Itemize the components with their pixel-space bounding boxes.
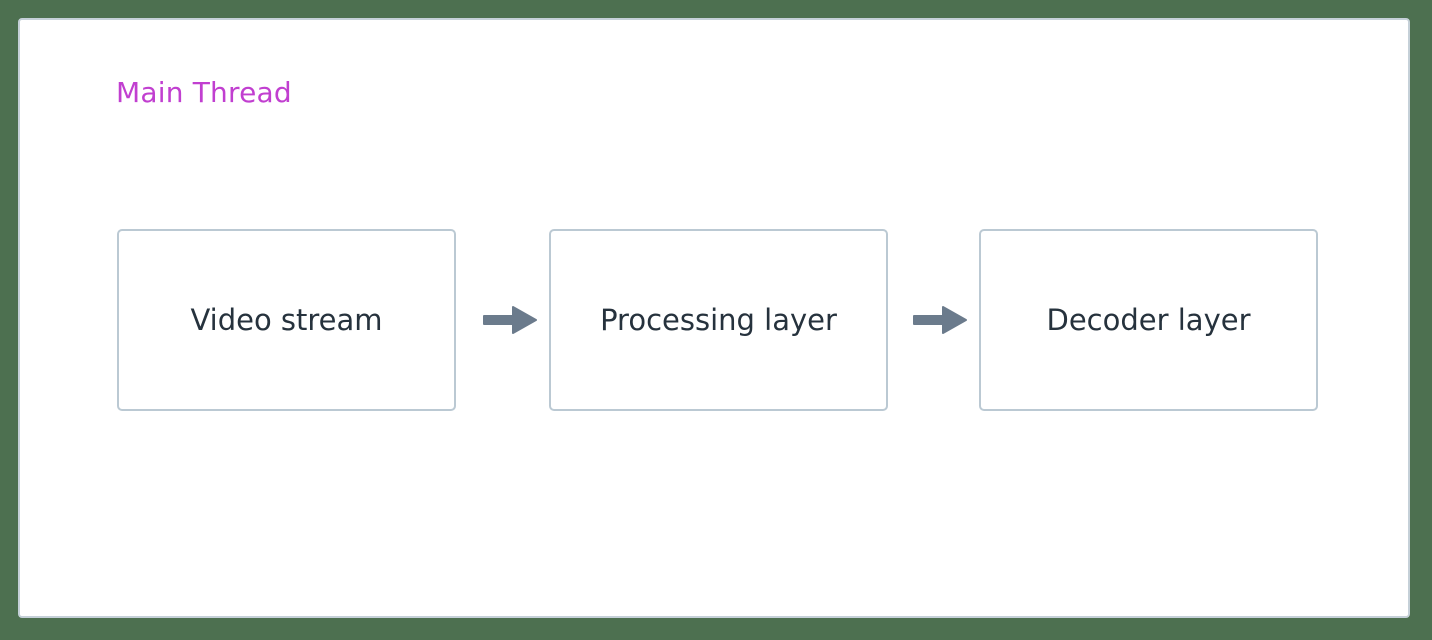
node-video-stream[interactable]: Video stream [117, 229, 456, 411]
node-label: Video stream [190, 303, 383, 337]
flow-row: Video stream Processing layer Decoder la… [20, 20, 1408, 616]
node-label: Decoder layer [1046, 303, 1251, 337]
node-processing-layer[interactable]: Processing layer [549, 229, 888, 411]
node-label: Processing layer [600, 303, 837, 337]
diagram-panel: Main Thread Video stream Processing laye… [18, 18, 1410, 618]
edge-processing-to-decoder-arrow-icon [896, 303, 972, 337]
edge-video-to-processing-arrow-icon [466, 303, 542, 337]
node-decoder-layer[interactable]: Decoder layer [979, 229, 1318, 411]
cluster-label-main-thread: Main Thread [116, 76, 292, 109]
